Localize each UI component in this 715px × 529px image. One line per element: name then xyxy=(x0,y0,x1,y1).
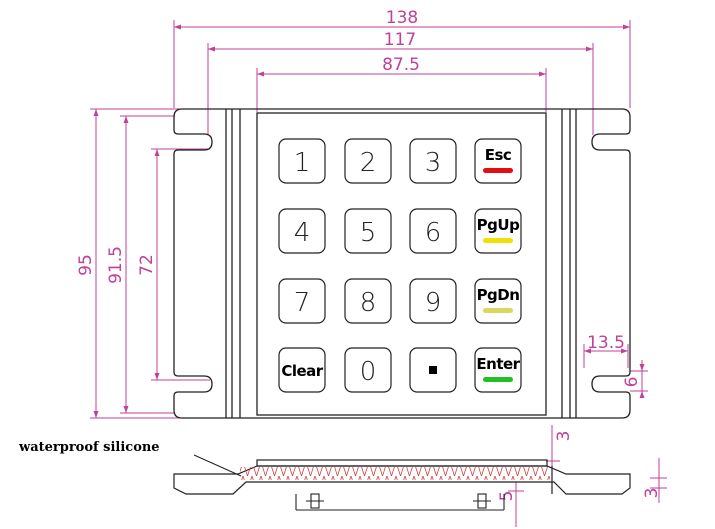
dim-mount-height: 91.5 xyxy=(106,246,126,284)
key-cap xyxy=(278,138,326,184)
key-label: 3 xyxy=(425,148,442,178)
key-cap xyxy=(344,138,392,184)
key-cap xyxy=(278,278,326,324)
key-pgup[interactable]: PgUp xyxy=(474,208,522,254)
key-8[interactable]: 8 xyxy=(344,278,392,324)
key-esc[interactable]: Esc xyxy=(474,138,522,184)
key-label: PgDn xyxy=(477,286,520,304)
key-cap xyxy=(344,208,392,254)
silicone-leader xyxy=(193,454,242,477)
key-label: Esc xyxy=(485,146,512,164)
key-9[interactable]: 9 xyxy=(409,278,457,324)
key-pgdn[interactable]: PgDn xyxy=(474,278,522,324)
dimension-arrows xyxy=(93,24,645,418)
dim-slot-height: 6 xyxy=(622,377,642,388)
dim-front-width: 87.5 xyxy=(382,55,420,75)
key-6[interactable]: 6 xyxy=(409,208,457,254)
key-cap xyxy=(409,278,457,324)
key-color-bar xyxy=(483,168,513,173)
key-0[interactable]: 0 xyxy=(344,347,392,393)
dimension-lines xyxy=(90,20,667,527)
dot-icon xyxy=(429,366,437,374)
dim-overall-height: 95 xyxy=(76,254,96,276)
key-label: 1 xyxy=(294,148,311,178)
key-enter[interactable]: Enter xyxy=(474,347,522,393)
key-label: Enter xyxy=(476,355,520,373)
dim-side-depth: 5 xyxy=(497,491,517,502)
key-cap xyxy=(278,208,326,254)
key-color-bar xyxy=(483,308,513,313)
key-5[interactable]: 5 xyxy=(344,208,392,254)
key-cap xyxy=(344,278,392,324)
key-clear[interactable]: Clear xyxy=(278,347,326,393)
silicone-seal xyxy=(240,467,550,480)
key-label: 9 xyxy=(425,288,442,318)
mounting-plate xyxy=(173,108,631,419)
key-7[interactable]: 7 xyxy=(278,278,326,324)
key-label: 6 xyxy=(425,218,442,248)
silicone-label: waterproof silicone xyxy=(18,440,160,455)
key-label: 0 xyxy=(360,357,377,387)
key-label: PgUp xyxy=(477,216,520,234)
key-2[interactable]: 2 xyxy=(344,138,392,184)
key-label: 4 xyxy=(294,218,311,248)
key-dot[interactable] xyxy=(409,347,457,393)
key-label: 8 xyxy=(360,288,377,318)
key-1[interactable]: 1 xyxy=(278,138,326,184)
key-3[interactable]: 3 xyxy=(409,138,457,184)
key-label: 5 xyxy=(360,218,377,248)
side-view: waterproof silicone xyxy=(18,440,631,511)
key-color-bar xyxy=(483,377,513,382)
key-label: Clear xyxy=(281,362,323,380)
dim-front-height: 72 xyxy=(137,254,157,276)
key-cap xyxy=(409,138,457,184)
key-label: 2 xyxy=(360,148,377,178)
key-cap xyxy=(409,208,457,254)
dim-mount-width: 117 xyxy=(384,30,416,50)
dim-overall-width: 138 xyxy=(386,8,418,28)
key-cap xyxy=(344,347,392,393)
key-cap xyxy=(278,347,326,393)
front-panel xyxy=(256,112,547,416)
dim-side-thickness: 3 xyxy=(642,488,662,499)
key-4[interactable]: 4 xyxy=(278,208,326,254)
dim-side-gap-top: 3 xyxy=(554,431,574,442)
key-label: 7 xyxy=(294,288,311,318)
dim-tab-width: 13.5 xyxy=(587,333,625,353)
key-color-bar xyxy=(483,238,513,243)
underside-hardware xyxy=(295,493,505,511)
